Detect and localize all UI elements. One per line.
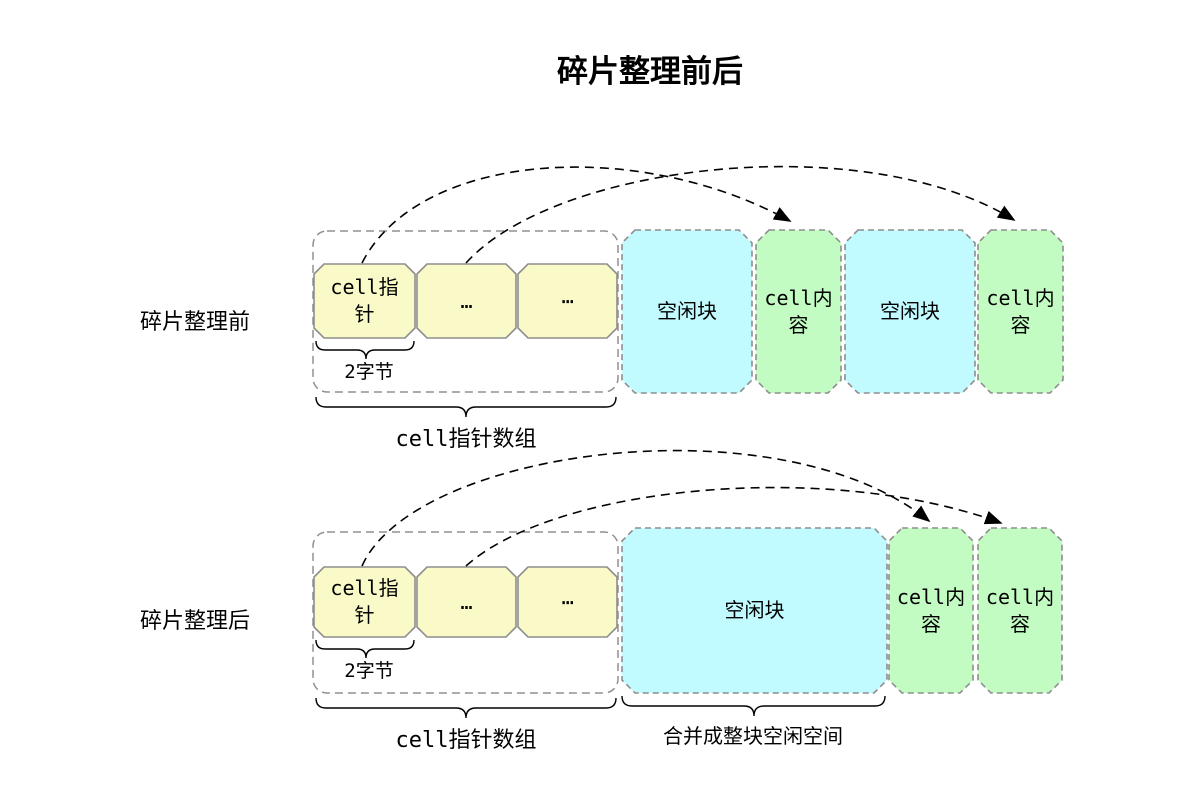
pointer-cell-label: cell指 针: [330, 576, 399, 627]
pointer-array-container-before: [312, 230, 619, 393]
pointer-array-brace-label: cell指针数组: [395, 728, 537, 753]
merged-free-block-label: 空闲块: [724, 598, 785, 622]
byte-brace: [315, 340, 415, 360]
merged-space-brace-label: 合并成整块空闲空间: [663, 724, 843, 748]
cell-content-label: cell内 容: [985, 584, 1055, 636]
cell-content-box: [755, 229, 842, 394]
byte-brace-label: 2字节: [344, 361, 394, 383]
pointer-cell-box: [416, 566, 517, 638]
pointer-cell-box: [517, 263, 618, 339]
pointer-arrow: [465, 165, 1016, 264]
pointer-cell-box: [313, 263, 416, 339]
pointer-array-container-after: [312, 531, 619, 694]
row-label-after: 碎片整理后: [140, 609, 251, 634]
pointer-array-brace: [315, 396, 617, 418]
pointer-cell-label: ⋯: [561, 288, 574, 313]
pointer-cell-label: …: [460, 589, 473, 614]
pointer-array-brace: [315, 697, 617, 719]
byte-brace-label: 2字节: [344, 660, 394, 682]
free-block-box: [844, 229, 976, 394]
merged-space-brace: [621, 695, 886, 717]
page-title: 碎片整理前后: [557, 54, 743, 90]
byte-brace: [315, 639, 415, 659]
pointer-arrow: [361, 166, 792, 264]
merged-free-block-box: [621, 527, 888, 694]
pointer-cell-label: ⋯: [561, 589, 574, 614]
free-block-box: [621, 229, 753, 394]
free-block-label: 空闲块: [880, 299, 940, 323]
free-block-label: 空闲块: [657, 299, 717, 323]
pointer-cell-box: [517, 566, 618, 638]
cell-content-box: [977, 229, 1064, 394]
pointer-cell-box: [313, 566, 416, 638]
cell-content-label: cell内 容: [986, 285, 1055, 337]
cell-content-label: cell内 容: [764, 285, 833, 337]
cell-content-box: [888, 527, 974, 694]
pointer-arrow: [361, 449, 931, 567]
cell-content-box: [977, 527, 1063, 694]
pointer-cell-label: …: [460, 288, 473, 313]
row-label-before: 碎片整理前: [140, 310, 251, 335]
cell-content-label: cell内 容: [896, 584, 966, 636]
pointer-cell-label: cell指 针: [330, 275, 399, 326]
pointer-array-brace-label: cell指针数组: [395, 427, 537, 452]
pointer-cell-box: [416, 263, 517, 339]
